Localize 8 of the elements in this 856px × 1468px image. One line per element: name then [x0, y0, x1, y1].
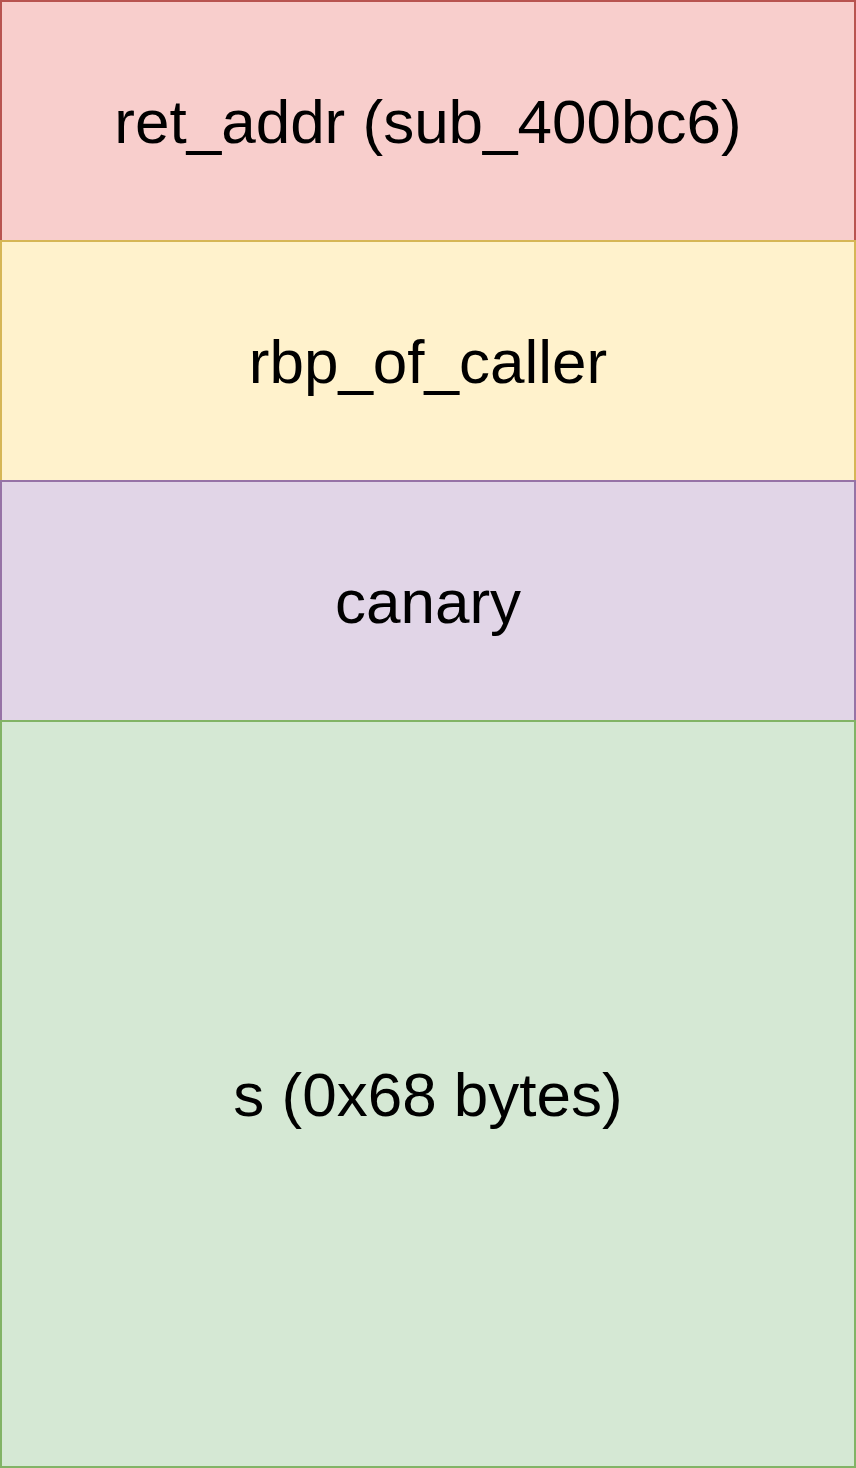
stack-slot	[0, 240, 856, 482]
stack-slot	[0, 0, 856, 242]
slot-label: rbp_of_caller	[248, 325, 608, 397]
stack-slot	[0, 480, 856, 722]
slot-label: s (0x68 bytes)	[233, 1058, 623, 1130]
slot-label: ret_addr (sub_400bc6)	[114, 85, 742, 157]
slot-label: canary	[334, 565, 522, 637]
stack-slot	[0, 720, 856, 1468]
